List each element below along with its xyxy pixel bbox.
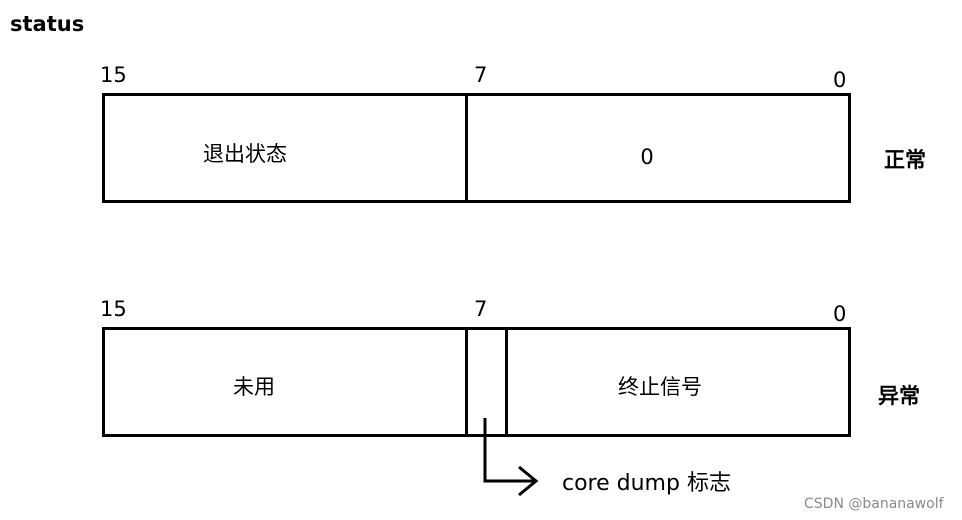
csdn-watermark: CSDN @bananawolf <box>804 496 944 512</box>
diagram-title: status <box>10 12 85 36</box>
core-dump-arrow-head <box>518 465 539 497</box>
normal-bit-0-label: 0 <box>833 68 847 92</box>
abnormal-status-box <box>102 327 851 437</box>
core-dump-flag-label: core dump 标志 <box>562 471 731 496</box>
normal-divider-bit-7 <box>465 93 468 203</box>
normal-bit-15-label: 15 <box>100 63 127 87</box>
abnormal-unused-field: 未用 <box>233 375 275 399</box>
normal-bit-7-label: 7 <box>474 63 488 87</box>
abnormal-divider-bit-7 <box>465 327 468 437</box>
abnormal-bit-0-label: 0 <box>833 302 847 326</box>
normal-low-byte-field: 0 <box>640 145 654 169</box>
abnormal-bit-7-label: 7 <box>474 297 488 321</box>
core-dump-arrow-line <box>483 418 536 483</box>
abnormal-label: 异常 <box>878 384 920 408</box>
abnormal-bit-15-label: 15 <box>100 297 127 321</box>
core-dump-bit-divider <box>505 327 508 437</box>
normal-status-box <box>102 93 851 203</box>
normal-label: 正常 <box>884 148 926 172</box>
abnormal-termination-signal-field: 终止信号 <box>618 375 702 399</box>
normal-exit-status-field: 退出状态 <box>203 142 287 166</box>
